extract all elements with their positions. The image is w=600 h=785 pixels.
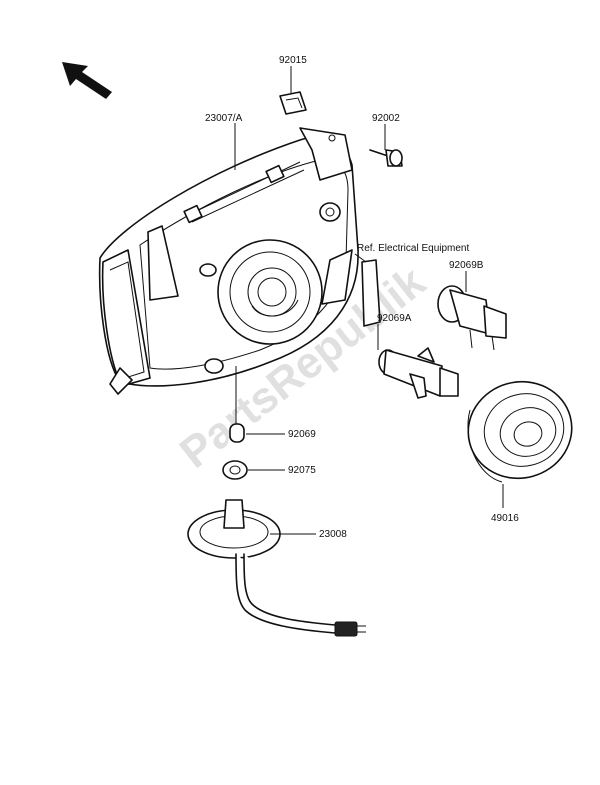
socket-assembly-23008 (187, 499, 366, 637)
label-92069: 92069 (288, 429, 316, 440)
bulb-92069B (437, 285, 507, 351)
part-labels: 92015 23007/A 92002 Ref. Electrical Equi… (205, 55, 519, 540)
small-bulb-92069 (229, 423, 245, 443)
clip-nut-92015 (279, 91, 307, 115)
label-23008: 23008 (319, 529, 347, 540)
label-23007A: 23007/A (205, 113, 243, 124)
grommet-92075 (222, 460, 248, 480)
label-92075: 92075 (288, 465, 316, 476)
leader-lines (234, 66, 504, 535)
label-92069B: 92069B (449, 260, 484, 271)
label-ref-electrical-equipment: Ref. Electrical Equipment (357, 243, 469, 254)
label-92015: 92015 (279, 55, 307, 66)
mounting-strip (361, 259, 381, 327)
label-92069A: 92069A (377, 313, 412, 324)
screw-92002 (369, 149, 403, 167)
front-direction-arrow-icon (62, 62, 112, 99)
bulb-92069A (378, 347, 459, 399)
headlight-housing (98, 127, 359, 395)
rubber-boot-49016 (467, 380, 573, 483)
label-49016: 49016 (491, 513, 519, 524)
label-92002: 92002 (372, 113, 400, 124)
